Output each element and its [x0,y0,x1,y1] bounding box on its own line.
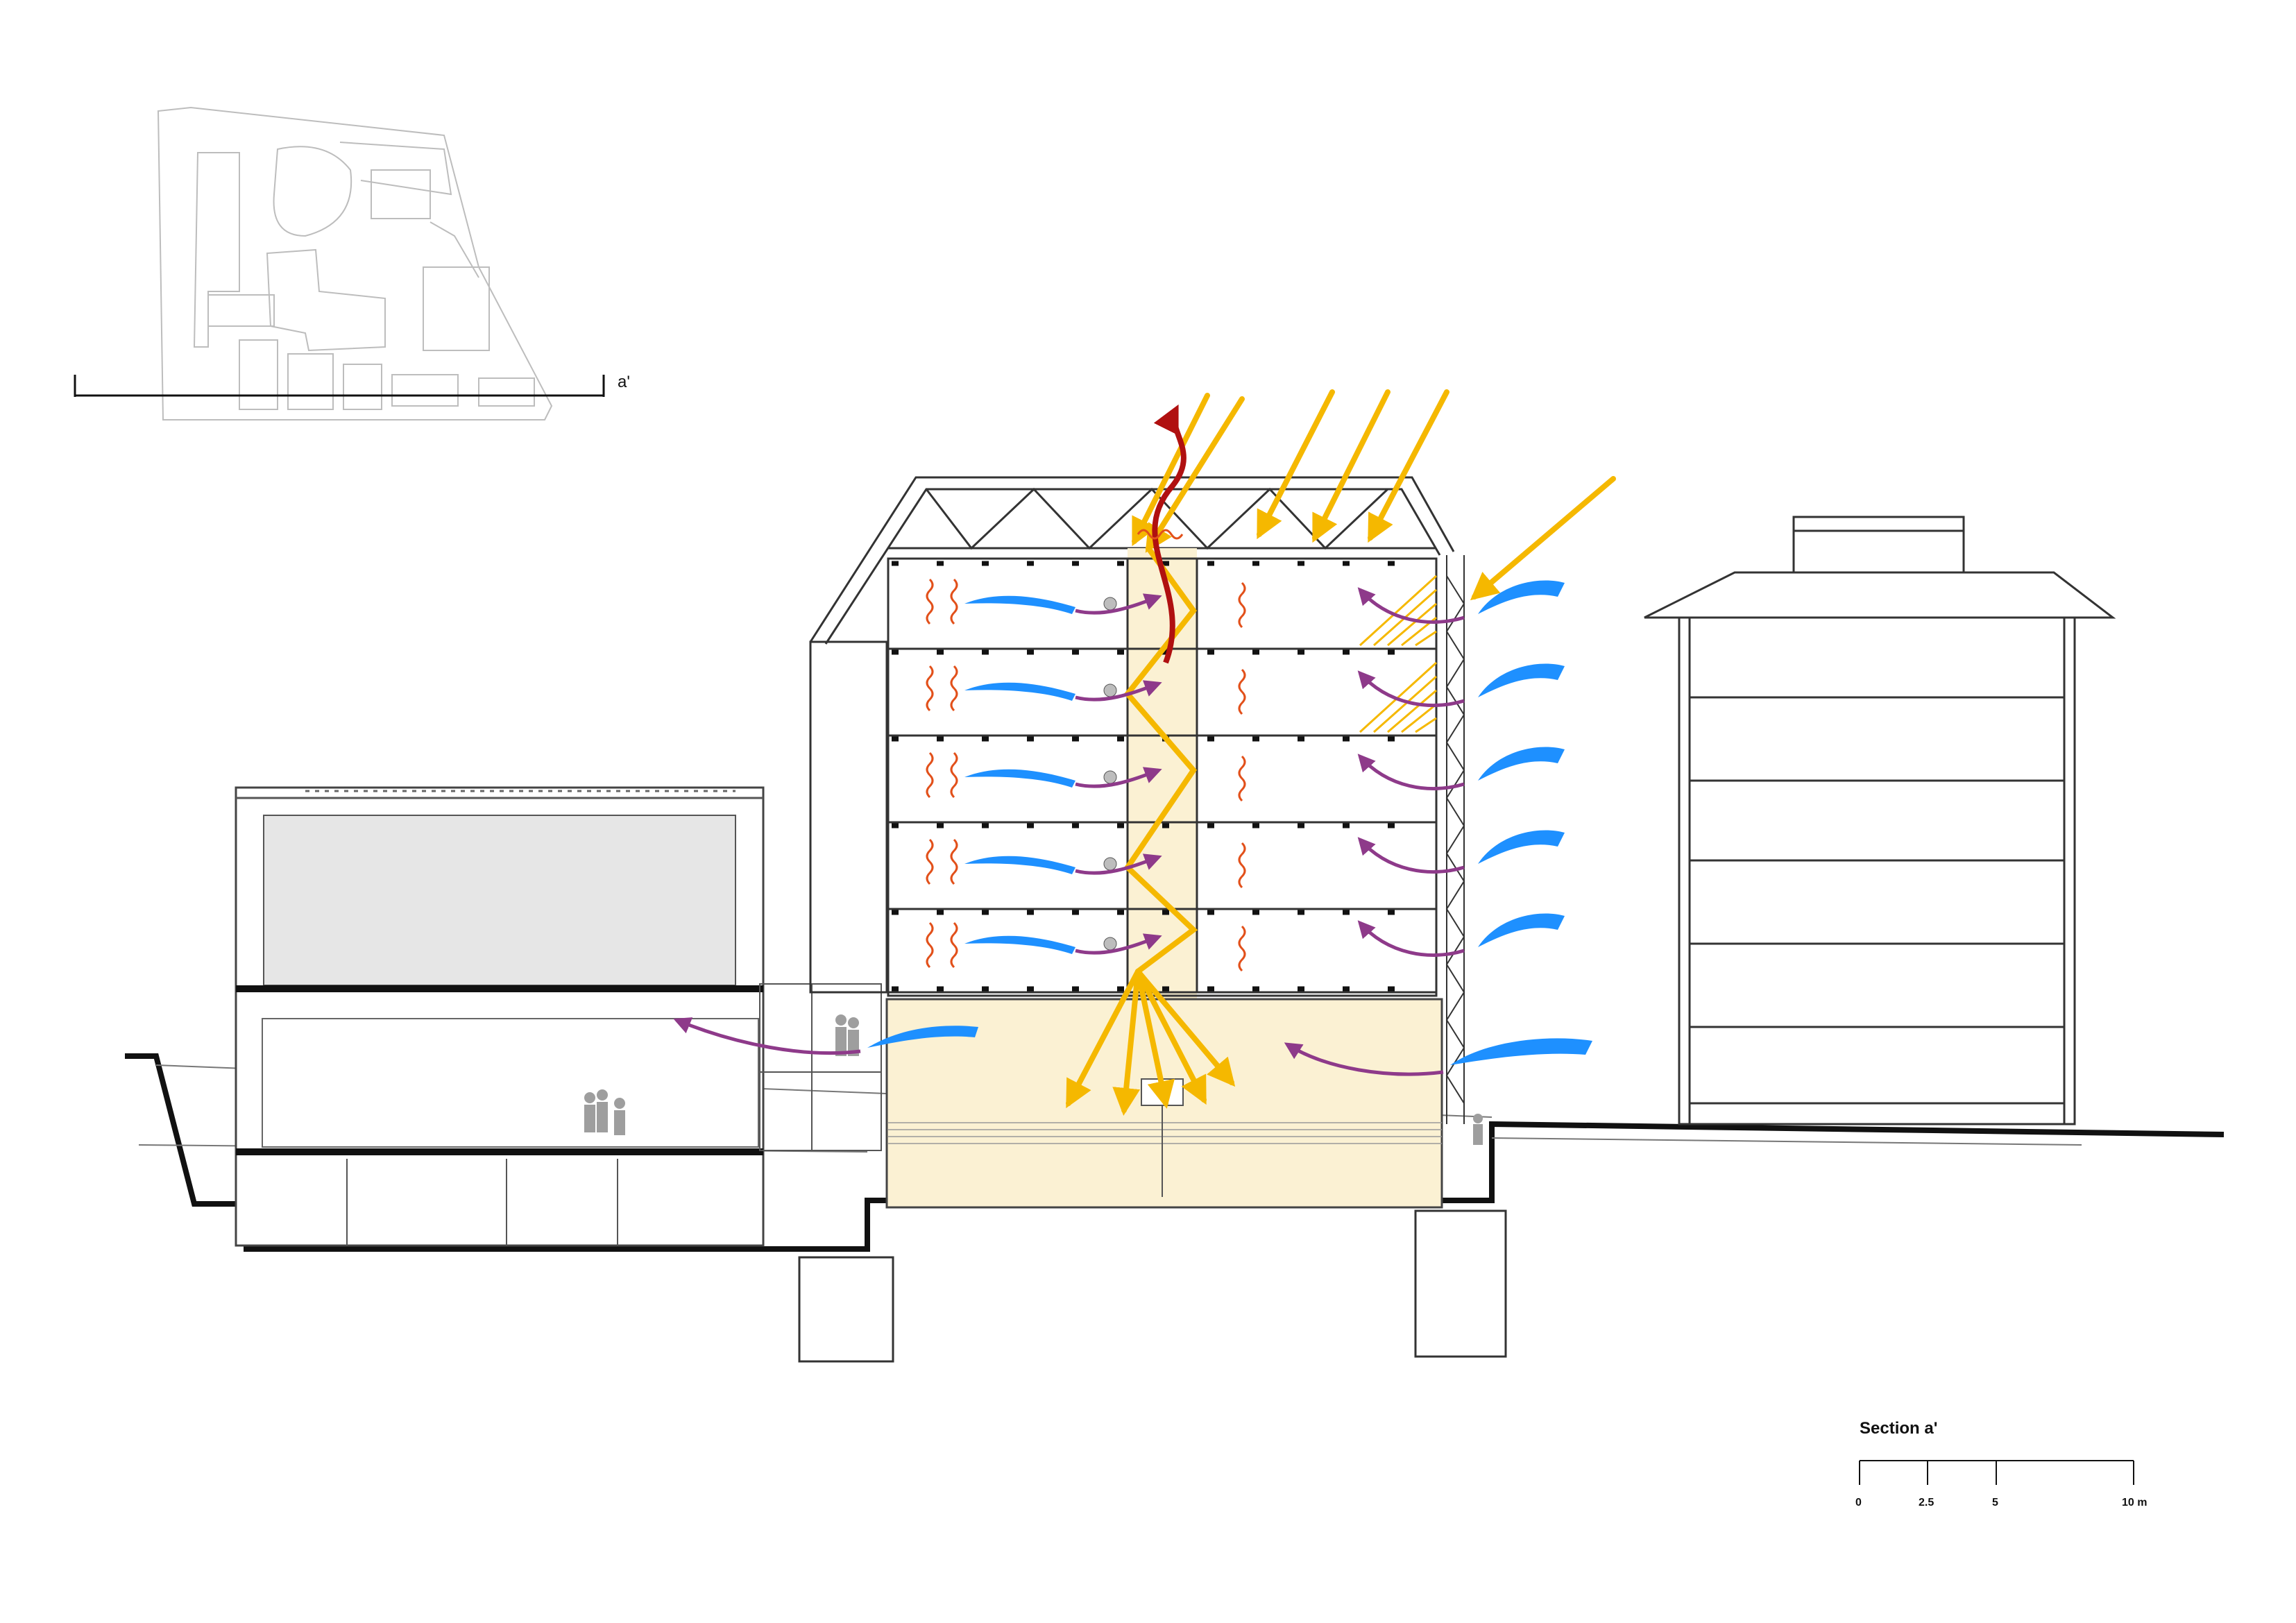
plan-path-north [339,142,452,196]
scale-bar [1859,1460,2134,1485]
left-building-floor-upper [236,985,763,992]
connector-people [835,1014,859,1056]
plan-block-a [239,339,278,410]
plan-building-center [266,248,386,352]
plan-oval-court [273,146,352,237]
left-building-basement-columns [346,1159,618,1246]
right-building-floors [1690,696,2064,1105]
right-building-roof [1644,571,2116,619]
plan-court-square [371,169,431,219]
plan-path-east [430,221,479,278]
plan-block-b [287,353,334,410]
heat-sources [926,529,1246,972]
right-building-body [1678,616,2076,1125]
plan-block-f [478,377,535,407]
east-facade-lattice [1445,555,1465,1124]
fresh-air-inflow [867,580,1592,1065]
foundation-piers [798,1209,1507,1363]
room-equipment [1103,597,1117,951]
atrium-people [1473,1114,1483,1145]
section-title: Section a' [1860,1419,1937,1438]
scale-tick-2-5: 2.5 [1919,1497,1934,1509]
right-building [1644,516,2116,1125]
left-building-floor-lower [236,1148,763,1155]
plan-block-d [391,374,459,407]
section-cut-line [74,375,605,397]
left-building-people [584,1089,625,1135]
scale-tick-10m: 10 m [2122,1497,2147,1509]
sunlight-rays [1066,389,1616,1116]
section-marker-label: a' [618,373,630,391]
west-stair-frame [809,640,888,994]
office-floors [887,557,1438,997]
plan-wing-south [207,294,275,327]
site-boundary [157,106,553,420]
exhaust-air-flow [1152,404,1187,664]
ground-line [125,1053,2225,1252]
connector-bridge [759,983,882,1151]
left-building-upper-volume [263,815,736,986]
left-building [235,786,765,1247]
right-building-roof-box [1792,516,1965,574]
floor-slab-ticks [892,561,1433,992]
plan-building-west [193,152,240,348]
warm-air-flow [673,587,1465,1076]
plan-block-e [423,266,490,351]
scale-tick-0: 0 [1855,1497,1862,1509]
left-building-inner-room [262,1018,759,1148]
atrium-floor-lines [888,1122,1442,1144]
scale-tick-5: 5 [1992,1497,1998,1509]
key-plan [157,106,553,420]
plan-block-c [343,364,382,410]
atrium-reflection [1123,545,1198,974]
